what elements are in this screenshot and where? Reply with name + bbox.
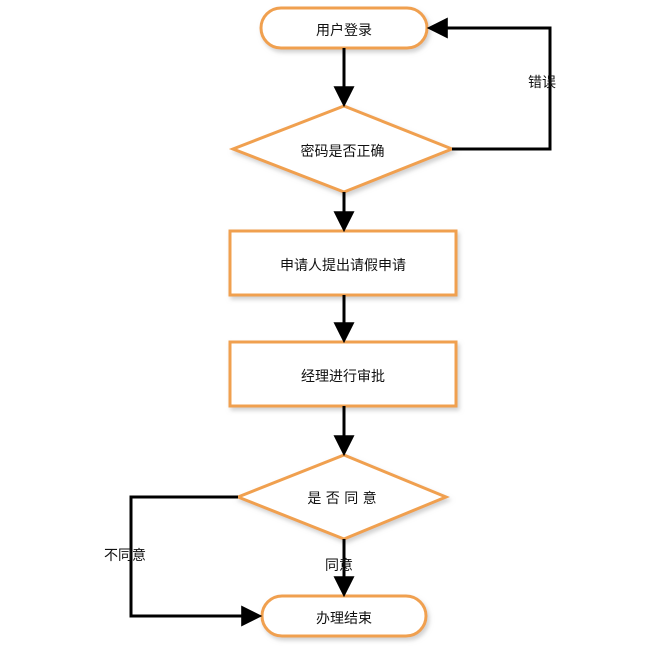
edge-disagree-to-end — [129, 495, 263, 627]
edge-label-error: 错误 — [528, 75, 556, 91]
password-check-label: 密码是否正确 — [300, 144, 385, 160]
edge-label-agree: 同意 — [325, 558, 353, 574]
node-apply — [228, 229, 458, 297]
edge-password-error-loop — [426, 17, 552, 151]
agree-check-label: 是 否 同 意 — [307, 491, 377, 507]
edge-label-disagree: 不同意 — [104, 548, 146, 564]
apply-label: 申请人提出请假申请 — [280, 258, 406, 274]
login-label: 用户登录 — [316, 23, 372, 39]
end-label: 办理结束 — [316, 611, 372, 627]
manager-review-label: 经理进行审批 — [301, 369, 385, 385]
